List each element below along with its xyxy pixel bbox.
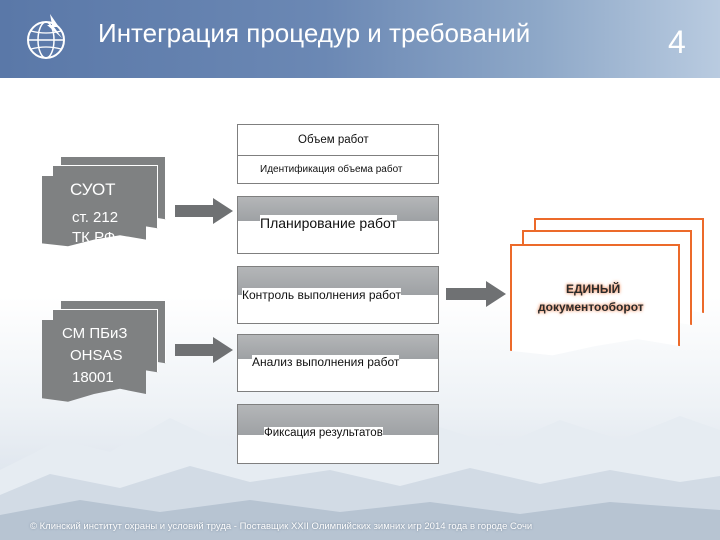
doc-stack-suot: СУОТ ст. 212 ТК РФ [42,156,166,262]
box-analysis-label: Анализ выполнения работ [252,355,400,369]
box-control: Контроль выполнения работ [237,266,439,324]
doc-stack-ohsas: СМ ПБиЗ OHSAS 18001 [42,300,166,410]
unified-document-subtitle: документооборот [538,300,644,314]
box-work-scope: Объем работ [237,124,439,156]
box-planning-label: Планирование работ [260,215,397,231]
box-results: Фиксация результатов [237,404,439,464]
header-bar: Интеграция процедур и требований 4 [0,0,720,78]
box-scope-identification: Идентификация объема работ [237,155,439,184]
doc-suot-heading: СУОТ [70,180,116,199]
unified-document-title: ЕДИНЫЙ [566,282,621,296]
box-results-label: Фиксация результатов [264,427,383,439]
page-number: 4 [668,24,686,60]
globe-logo-icon [27,14,65,59]
doc-ohsas-line-1: СМ ПБиЗ [62,325,128,342]
box-analysis: Анализ выполнения работ [237,334,439,392]
box-work-scope-label: Объем работ [298,134,369,146]
doc-ohsas-line-2: OHSAS [70,347,123,364]
arrow-right-icon [175,198,233,224]
doc-suot-line-2: ТК РФ [72,229,116,246]
box-planning: Планирование работ [237,196,439,254]
doc-ohsas-line-3: 18001 [72,369,114,386]
page-title: Интеграция процедур и требований [98,18,531,48]
box-control-label: Контроль выполнения работ [242,288,401,302]
unified-document-stack: ЕДИНЫЙ документооборот [510,218,710,368]
box-scope-identification-label: Идентификация объема работ [260,164,403,175]
doc-suot-line-1: ст. 212 [72,209,119,226]
footer-copyright: © Клинский институт охраны и условий тру… [30,521,533,532]
arrow-right-icon [175,337,233,363]
arrow-right-icon [446,281,506,307]
